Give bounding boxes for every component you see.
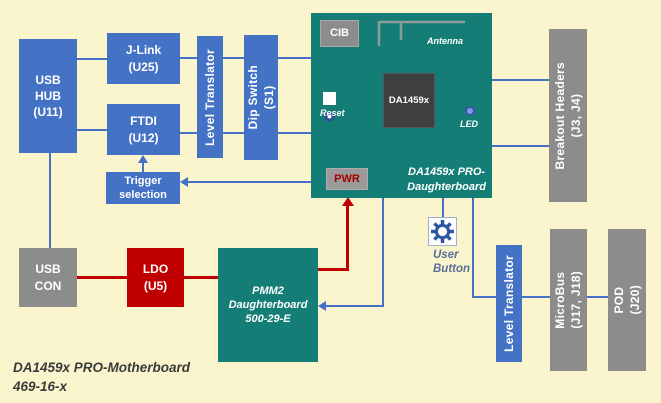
block-usb-hub: USB HUB (U11) — [19, 39, 77, 153]
wire-board-leveltranslator2-vertical — [472, 198, 474, 298]
wire-jlink-leveltranslator — [180, 57, 197, 59]
block-ldo: LDO (U5) — [127, 248, 184, 307]
block-level-translator-top: Level Translator — [197, 36, 223, 158]
ftdi-label: FTDI (U12) — [128, 114, 159, 145]
wire-usbhub-jlink — [77, 58, 107, 60]
wire-board-breakout-top — [492, 79, 549, 81]
wire-dipswitch-board-top — [278, 57, 311, 59]
wire-board-pmm2-vertical — [382, 198, 384, 307]
block-pwr: PWR — [326, 168, 368, 190]
wire-leveltranslator2-microbus — [522, 296, 550, 298]
level-translator-top-label: Level Translator — [202, 48, 217, 146]
block-trigger-selection: Trigger selection — [106, 172, 180, 204]
wire-leveltranslator-dipswitch-bottom — [223, 132, 244, 134]
wire-board-leveltranslator2-horizontal — [472, 296, 496, 298]
led-label: LED — [460, 119, 478, 129]
j-link-label: J-Link (U25) — [125, 43, 162, 74]
wire-usbhub-ftdi — [77, 129, 107, 131]
arrowhead-into-pmm2 — [318, 301, 326, 311]
dip-switch-label: Dip Switch (S1) — [245, 65, 276, 130]
reset-label: Reset — [320, 108, 345, 118]
wire-trigger-ftdi — [142, 162, 144, 172]
block-j-link: J-Link (U25) — [107, 33, 180, 84]
chip-da1459x: DA1459x — [383, 73, 435, 128]
user-button-label: User Button — [433, 249, 471, 276]
usb-hub-label: USB HUB (U11) — [33, 72, 63, 120]
pmm2-label: PMM2 Daughterboard 500-29-E — [228, 284, 308, 326]
arrowhead-into-trigger — [180, 177, 188, 187]
power-wire-ldo-pmm2 — [184, 276, 218, 279]
wire-board-trigger — [187, 181, 311, 183]
ldo-label: LDO (U5) — [142, 262, 169, 293]
antenna-label: Antenna — [427, 36, 463, 46]
block-breakout-headers: Breakout Headers (J3, J4) — [549, 29, 587, 202]
wire-usbhub-usbcon — [49, 153, 51, 248]
block-cib: CIB — [320, 20, 359, 47]
user-button-icon — [428, 217, 457, 246]
block-pmm2-daughterboard: PMM2 Daughterboard 500-29-E — [218, 248, 318, 362]
pod-label: POD (J20) — [611, 285, 642, 315]
trigger-selection-label: Trigger selection — [119, 174, 167, 201]
board-da1459x-daughterboard: CIB Antenna Reset DA1459x LED — [311, 13, 492, 198]
led-icon — [465, 106, 475, 116]
antenna-icon — [377, 20, 465, 46]
pwr-label: PWR — [334, 172, 360, 185]
block-dip-switch: Dip Switch (S1) — [244, 35, 278, 160]
chip-label: DA1459x — [388, 95, 430, 106]
microbus-label: MicroBus (J17, J18) — [553, 271, 584, 329]
usb-con-label: USB CON — [34, 262, 62, 293]
wire-board-breakout-bottom — [492, 145, 549, 147]
wire-microbus-pod — [587, 296, 608, 298]
block-level-translator-bottom: Level Translator — [496, 245, 522, 362]
daughterboard-label: DA1459x PRO- Daughterboard — [407, 166, 486, 193]
power-wire-pmm2-out — [318, 268, 349, 271]
arrowhead-into-ftdi — [138, 155, 148, 163]
wire-board-userbutton — [442, 198, 444, 217]
breakout-headers-label: Breakout Headers (J3, J4) — [552, 61, 583, 170]
wire-dipswitch-board-bottom — [278, 132, 311, 134]
wire-board-pmm2-horizontal — [326, 305, 384, 307]
wire-ftdi-leveltranslator — [180, 132, 197, 134]
diagram-caption: DA1459x PRO-Motherboard 469-16-x — [13, 360, 191, 394]
arrowhead-into-pwr — [342, 197, 354, 206]
power-wire-to-pwr — [346, 206, 349, 271]
cib-label: CIB — [330, 27, 349, 40]
power-wire-usbcon-ldo — [77, 276, 127, 279]
block-pod: POD (J20) — [608, 229, 646, 371]
block-usb-con: USB CON — [19, 248, 77, 307]
level-translator-bottom-label: Level Translator — [501, 255, 516, 352]
block-microbus: MicroBus (J17, J18) — [550, 229, 587, 371]
reset-button-icon — [323, 92, 336, 122]
block-ftdi: FTDI (U12) — [107, 104, 180, 155]
wire-leveltranslator-dipswitch-top — [223, 57, 244, 59]
